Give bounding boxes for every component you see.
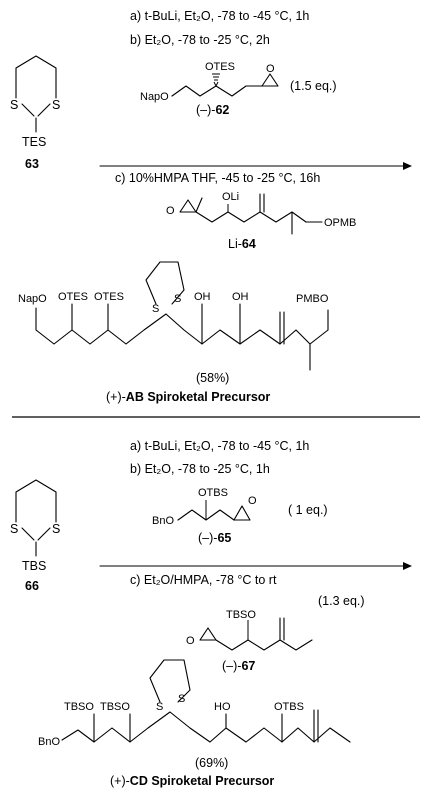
dithiane-66-s2: S (52, 522, 60, 536)
product-CD-yield: (69%) (195, 756, 228, 770)
condition-a-2: a) t-BuLi, Et₂O, -78 to -45 °C, 1h (130, 439, 309, 453)
product-AB: NapO OTES OTES S S OH OH PMBO (58%) (+)-… (18, 261, 329, 404)
reagent-64-epoxide-o: O (166, 205, 175, 217)
compound-number-65: 65 (217, 531, 231, 545)
reagent-62: NapO OTES O (1.5 eq.) (–)-62 (140, 61, 337, 117)
reagent-62-napo: NapO (140, 91, 169, 103)
reagent-64-opmb: OPMB (324, 217, 356, 229)
product-AB-napo: NapO (18, 293, 47, 305)
product-CD-otbs: OTBS (274, 701, 304, 713)
product-CD-ho: HO (214, 701, 231, 713)
scheme-1: a) t-BuLi, Et₂O, -78 to -45 °C, 1h b) Et… (10, 9, 412, 404)
product-AB-otes-1: OTES (58, 291, 88, 303)
svg-text:(–)-65: (–)-65 (198, 531, 231, 545)
reagent-62-epoxide-o: O (266, 63, 275, 75)
reagent-67: (1.3 eq.) O TBSO (–)-67 (186, 594, 365, 673)
product-AB-name: AB Spiroketal Precursor (126, 390, 271, 404)
compound-number-66: 66 (25, 579, 39, 593)
product-CD-tbso-2: TBSO (100, 701, 130, 713)
product-CD-name: CD Spiroketal Precursor (130, 774, 275, 788)
svg-text:(–)-67: (–)-67 (222, 659, 255, 673)
condition-a-1: a) t-BuLi, Et₂O, -78 to -45 °C, 1h (130, 9, 309, 23)
reagent-67-equivalents: (1.3 eq.) (318, 594, 365, 608)
compound-number-67: 67 (241, 659, 255, 673)
reagent-62-otes: OTES (205, 61, 235, 73)
reagent-62-prefix: (–)- (196, 103, 215, 117)
reaction-arrow-1 (99, 162, 412, 170)
dithiane-66: S S TBS 66 (10, 479, 60, 593)
reaction-arrow-2 (99, 562, 412, 570)
compound-number-64: 64 (242, 237, 256, 251)
product-CD-bno: BnO (38, 736, 60, 748)
product-CD-tbso-1: TBSO (64, 701, 94, 713)
product-AB-otes-2: OTES (94, 291, 124, 303)
svg-text:(+)-CD Spiroketal Precursor: (+)-CD Spiroketal Precursor (110, 774, 274, 788)
reagent-65: BnO OTBS O ( 1 eq.) (–)-65 (152, 487, 328, 545)
reagent-67-tbso: TBSO (226, 609, 256, 621)
reagent-65-bno: BnO (152, 515, 174, 527)
product-AB-oh-2: OH (232, 291, 249, 303)
svg-text:(+)-AB Spiroketal Precursor: (+)-AB Spiroketal Precursor (106, 390, 270, 404)
svg-text:(–)-62: (–)-62 (196, 103, 229, 117)
product-AB-pmbo: PMBO (296, 293, 329, 305)
reagent-64-oli: OLi (222, 191, 239, 203)
reagent-67-prefix: (–)- (222, 659, 241, 673)
condition-b-1: b) Et₂O, -78 to -25 °C, 2h (130, 33, 270, 47)
product-AB-s2: S (174, 293, 181, 305)
condition-c-2: c) Et₂O/HMPA, -78 °C to rt (130, 573, 277, 587)
svg-text:Li-64: Li-64 (228, 237, 256, 251)
scheme-2: a) t-BuLi, Et₂O, -78 to -45 °C, 1h b) Et… (10, 439, 412, 788)
reagent-62-equivalents: (1.5 eq.) (290, 79, 337, 93)
dithiane-66-s1: S (10, 522, 18, 536)
product-AB-prefix: (+)- (106, 390, 126, 404)
reagent-67-epoxide-o: O (186, 635, 195, 647)
product-CD-s1: S (156, 701, 163, 713)
condition-c-1: c) 10%HMPA THF, -45 to -25 °C, 16h (115, 171, 320, 185)
dithiane-63-silyl: TES (22, 135, 46, 149)
dithiane-63: S S TES 63 (10, 55, 60, 171)
product-CD-s2: S (178, 693, 185, 705)
reagent-64-prefix: Li- (228, 237, 242, 251)
reagent-65-epoxide-o: O (248, 495, 257, 507)
dithiane-66-silyl: TBS (22, 559, 46, 573)
dithiane-63-s1: S (10, 98, 18, 112)
dithiane-63-s2: S (52, 98, 60, 112)
reagent-Li-64: O OLi OPMB Li-64 (166, 191, 356, 251)
reagent-65-prefix: (–)- (198, 531, 217, 545)
product-AB-oh-1: OH (194, 291, 211, 303)
product-AB-s1: S (152, 303, 159, 315)
reagent-65-equivalents: ( 1 eq.) (288, 503, 328, 517)
reagent-65-otbs: OTBS (198, 487, 228, 499)
product-CD-prefix: (+)- (110, 774, 130, 788)
compound-number-62: 62 (215, 103, 229, 117)
compound-number-63: 63 (25, 157, 39, 171)
product-CD: BnO TBSO TBSO S S HO OTBS (69%) (+)-CD S… (38, 659, 351, 788)
product-AB-yield: (58%) (196, 371, 229, 385)
condition-b-2: b) Et₂O, -78 to -25 °C, 1h (130, 462, 270, 476)
